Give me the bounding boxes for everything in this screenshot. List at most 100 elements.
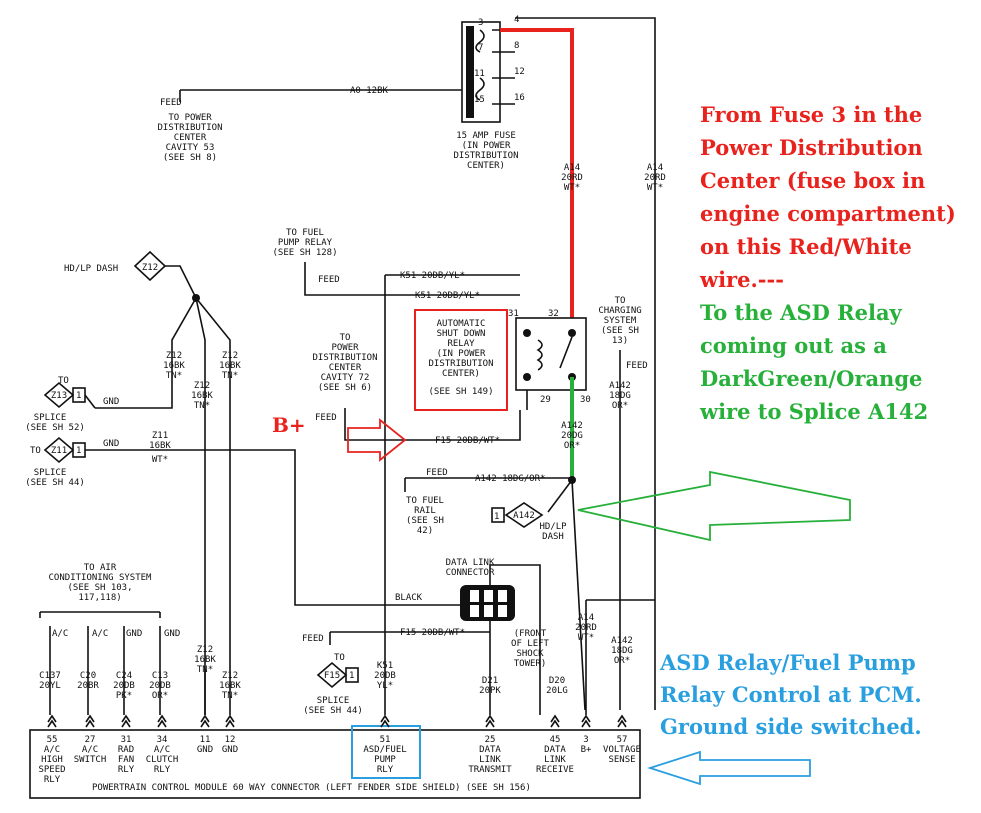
z11-wire [85, 449, 460, 606]
a0-to: TO POWER [168, 113, 212, 123]
pdc72-to: CENTER [329, 363, 362, 373]
pcm-pin-number: 55 [47, 735, 58, 745]
a14-right-label: WT* [647, 183, 663, 193]
dlc-cavity [498, 605, 507, 617]
fuel-pump-relay: TO FUEL PUMP RELAY (SEE SH 128) FEED K51… [272, 228, 520, 715]
pcm-pin-label: RLY [154, 765, 171, 775]
a14-right-label: 20RD [644, 173, 666, 183]
fuel-rail-to: (SEE SH [406, 516, 444, 526]
d21-label: 20PK [479, 686, 501, 696]
charging-system: TO CHARGING SYSTEM (SEE SH 13) FEED A142… [598, 296, 648, 710]
pcm-pin-label: TRANSMIT [468, 765, 512, 775]
a142-feed-label: FEED [426, 468, 448, 478]
pcm-pin-label: RLY [118, 765, 135, 775]
charging-to: 13) [612, 336, 628, 346]
a14-red-wire [500, 28, 574, 318]
pdc-72: TO POWER DISTRIBUTION CENTER CAVITY 72 (… [272, 333, 521, 462]
f15-b-feed: FEED [302, 634, 324, 644]
relay-pin: 30 [580, 395, 591, 405]
z13-see: (SEE SH 52) [25, 423, 85, 433]
f15-pin-box [345, 667, 359, 683]
a142-splice-diamond [504, 502, 544, 528]
dlc-cavity [484, 605, 493, 617]
z12-a-label: 16BK [163, 361, 185, 371]
fuel-rail-to: 42) [417, 526, 433, 536]
green-note-line: DarkGreen/Orange [700, 366, 922, 391]
pcm-pin-label: RAD [118, 745, 134, 755]
z11-to: TO [30, 446, 41, 456]
a142-h-label: A142 18DG/OR* [475, 474, 545, 484]
pdc72-feed: FEED [315, 413, 337, 423]
c24-label: PK* [116, 691, 132, 701]
fuse-pin-label: 11 [474, 69, 485, 79]
pcm-pin-label: RLY [44, 775, 61, 785]
a14-red-run: A14 20RD WT* [500, 28, 583, 318]
d20-label: 20LG [546, 686, 568, 696]
z12-link [165, 265, 197, 299]
c13-label: OR* [152, 691, 168, 701]
z12-a-label: Z12 [166, 351, 182, 361]
c13-label: C13 [152, 671, 168, 681]
pcm-pin-number: 25 [485, 735, 496, 745]
red-note-line: on this Red/White [700, 234, 912, 259]
z12-bottom-label: 16BK [194, 655, 216, 665]
dlc-title: CONNECTOR [446, 568, 495, 578]
z12-bottom-label: TN* [222, 691, 238, 701]
z12-splice-id: Z12 [142, 263, 158, 273]
z13-id: Z13 [51, 391, 67, 401]
dlc-cavity [498, 590, 507, 602]
hd-dash-label: HD/LP DASH [64, 264, 118, 274]
z13-pin: 1 [76, 391, 81, 401]
f15-splice-label: SPLICE [317, 696, 350, 706]
pcm-pin-number: 45 [550, 735, 561, 745]
d21-label: D21 [482, 676, 498, 686]
z12-b-label: TN* [194, 401, 210, 411]
pcm-pin-label: DATA [479, 745, 501, 755]
c24-label: 20DB [113, 681, 135, 691]
f15-splice-to: TO [334, 653, 345, 663]
pcm-pin-number: 12 [225, 735, 236, 745]
fuse-pin-label: 15 [474, 95, 485, 105]
charging-to: TO [615, 296, 626, 306]
pin-chevron-icon [225, 714, 235, 728]
pin-chevron-icon [200, 714, 210, 728]
pcm-connector-box [29, 729, 641, 799]
pcm-pin-label: ASD/FUEL [363, 745, 406, 755]
f15-id: F15 [324, 671, 340, 681]
z11-wire-label: 16BK [149, 441, 171, 451]
pcm-pin-number: 27 [85, 735, 96, 745]
a142-feed: FEED A142 18DG/OR* TO FUEL RAIL (SEE SH … [404, 468, 851, 711]
pcm-pin-label: RLY [377, 765, 394, 775]
relay-terminal [568, 329, 576, 337]
fuel-rail-to: RAIL [414, 506, 436, 516]
fuse-caption: DISTRIBUTION [453, 151, 518, 161]
z11-id: Z11 [51, 446, 67, 456]
a14-right-wire [515, 17, 656, 710]
pcm-title: POWERTRAIN CONTROL MODULE 60 WAY CONNECT… [92, 783, 531, 793]
z12-c-label: Z12 [222, 351, 238, 361]
k51-a-label: K51 20DB/YL* [400, 271, 465, 281]
fuel-pump-relay-to: PUMP RELAY [278, 238, 333, 248]
z12-c-label: TN* [222, 371, 238, 381]
ac-tap: GND [126, 629, 142, 639]
a142-v-label: A142 [561, 421, 583, 431]
pcm-pin-number: 11 [200, 735, 211, 745]
pin-chevron-icon [581, 714, 591, 728]
fuse-pin-label: 12 [514, 67, 525, 77]
f15-see: (SEE SH 44) [303, 706, 363, 716]
a142-splice-pin-box [491, 507, 505, 523]
ac-to: 117,118) [78, 593, 121, 603]
z12-tree: HD/LP DASH Z12 Z12 16BK TN* Z12 16BK TN*… [64, 250, 241, 715]
red-note-line: From Fuse 3 in the [700, 102, 922, 127]
pin-chevron-icon [121, 714, 131, 728]
f15-pin: 1 [349, 671, 354, 681]
ac-to: (SEE SH 103, [67, 583, 132, 593]
f15-splice: FEED F15 20DB/WT* TO F15 1 SPLICE (SEE S… [302, 628, 490, 716]
blue-note-line: Ground side switched. [660, 714, 922, 739]
pcm-pin-number: 31 [121, 735, 132, 745]
fp-feed: FEED [318, 275, 340, 285]
a142-splice-id: A142 [513, 511, 535, 521]
asd-label: SHUT DOWN [437, 329, 486, 339]
